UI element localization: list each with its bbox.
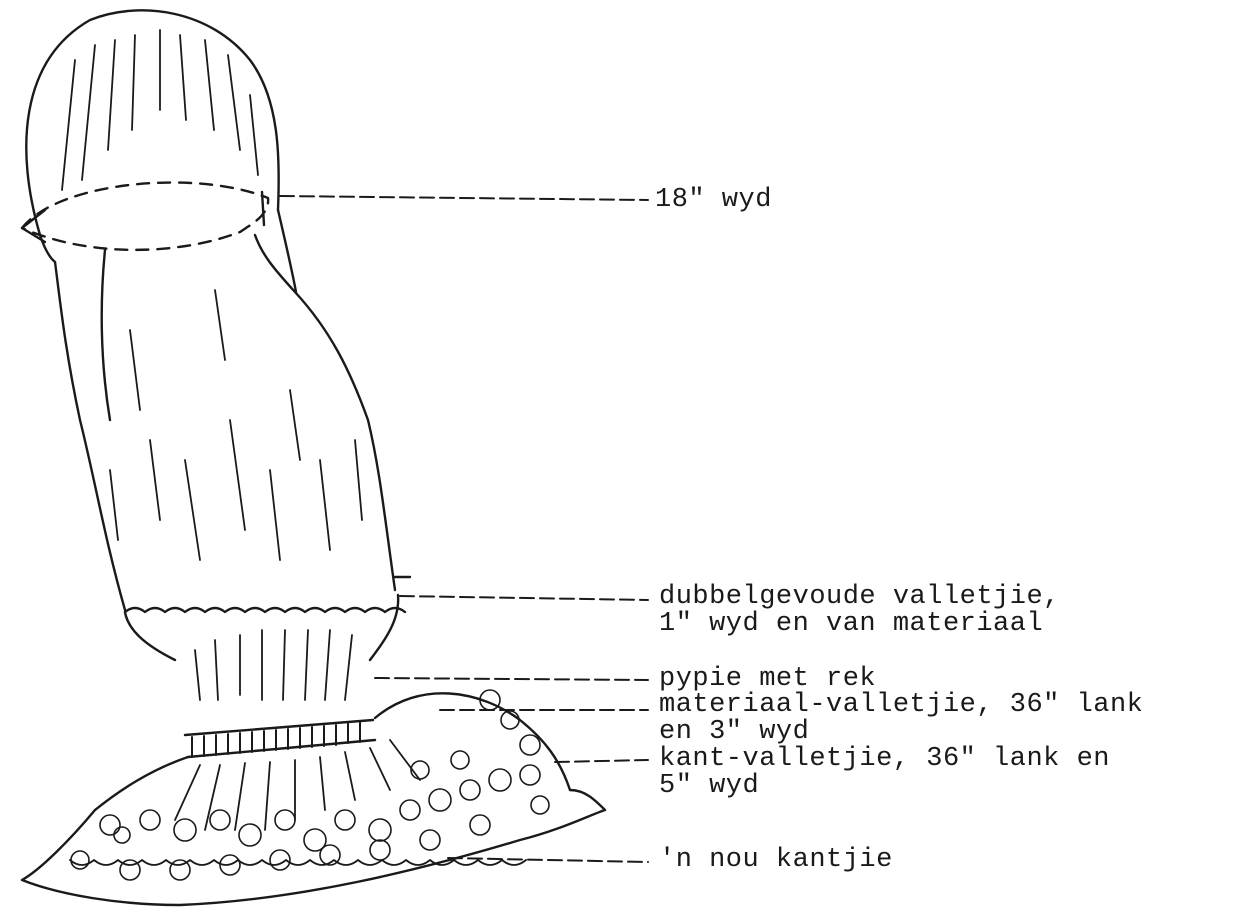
- label-edging: 'n nou kantjie: [659, 848, 893, 873]
- double-frill-pleats: [195, 630, 352, 700]
- label-lace-frill-line2: 5" wyd: [659, 774, 759, 799]
- leader-lines: [280, 196, 648, 862]
- width-ellipse-dashed: [22, 183, 268, 250]
- double-frill-top-scallops: [125, 608, 405, 612]
- sleeve-body-right-edge: [255, 235, 395, 590]
- double-frill-right: [370, 595, 398, 660]
- leader-double-frill: [400, 596, 648, 600]
- label-width-18: 18" wyd: [655, 188, 772, 213]
- label-lace-frill-line1: kant-valletjie, 36" lank en: [659, 747, 1110, 772]
- fabric-frill-pleats: [175, 740, 420, 830]
- label-casing: pypie met rek: [659, 667, 876, 692]
- label-fabric-frill-line2: en 3" wyd: [659, 720, 809, 745]
- cap-gather-lines: [62, 30, 258, 190]
- label-fabric-frill-line1: materiaal-valletjie, 36" lank: [659, 693, 1143, 718]
- sleeve-body-left-edge: [55, 262, 125, 610]
- sleeve-cap-right-edge: [278, 210, 296, 292]
- double-frill-left: [125, 612, 175, 660]
- leader-lace-frill: [555, 760, 648, 762]
- fabric-frill-left: [95, 757, 188, 810]
- sleeve-body-left-inner: [102, 250, 110, 420]
- leader-width: [280, 196, 648, 200]
- label-double-frill-line1: dubbelgevoude valletjie,: [659, 585, 1060, 610]
- label-double-frill-line2: 1" wyd en van materiaal: [659, 612, 1043, 637]
- casing-top-line: [185, 720, 373, 735]
- lace-frill-outline: [22, 790, 605, 905]
- leader-casing: [375, 678, 648, 680]
